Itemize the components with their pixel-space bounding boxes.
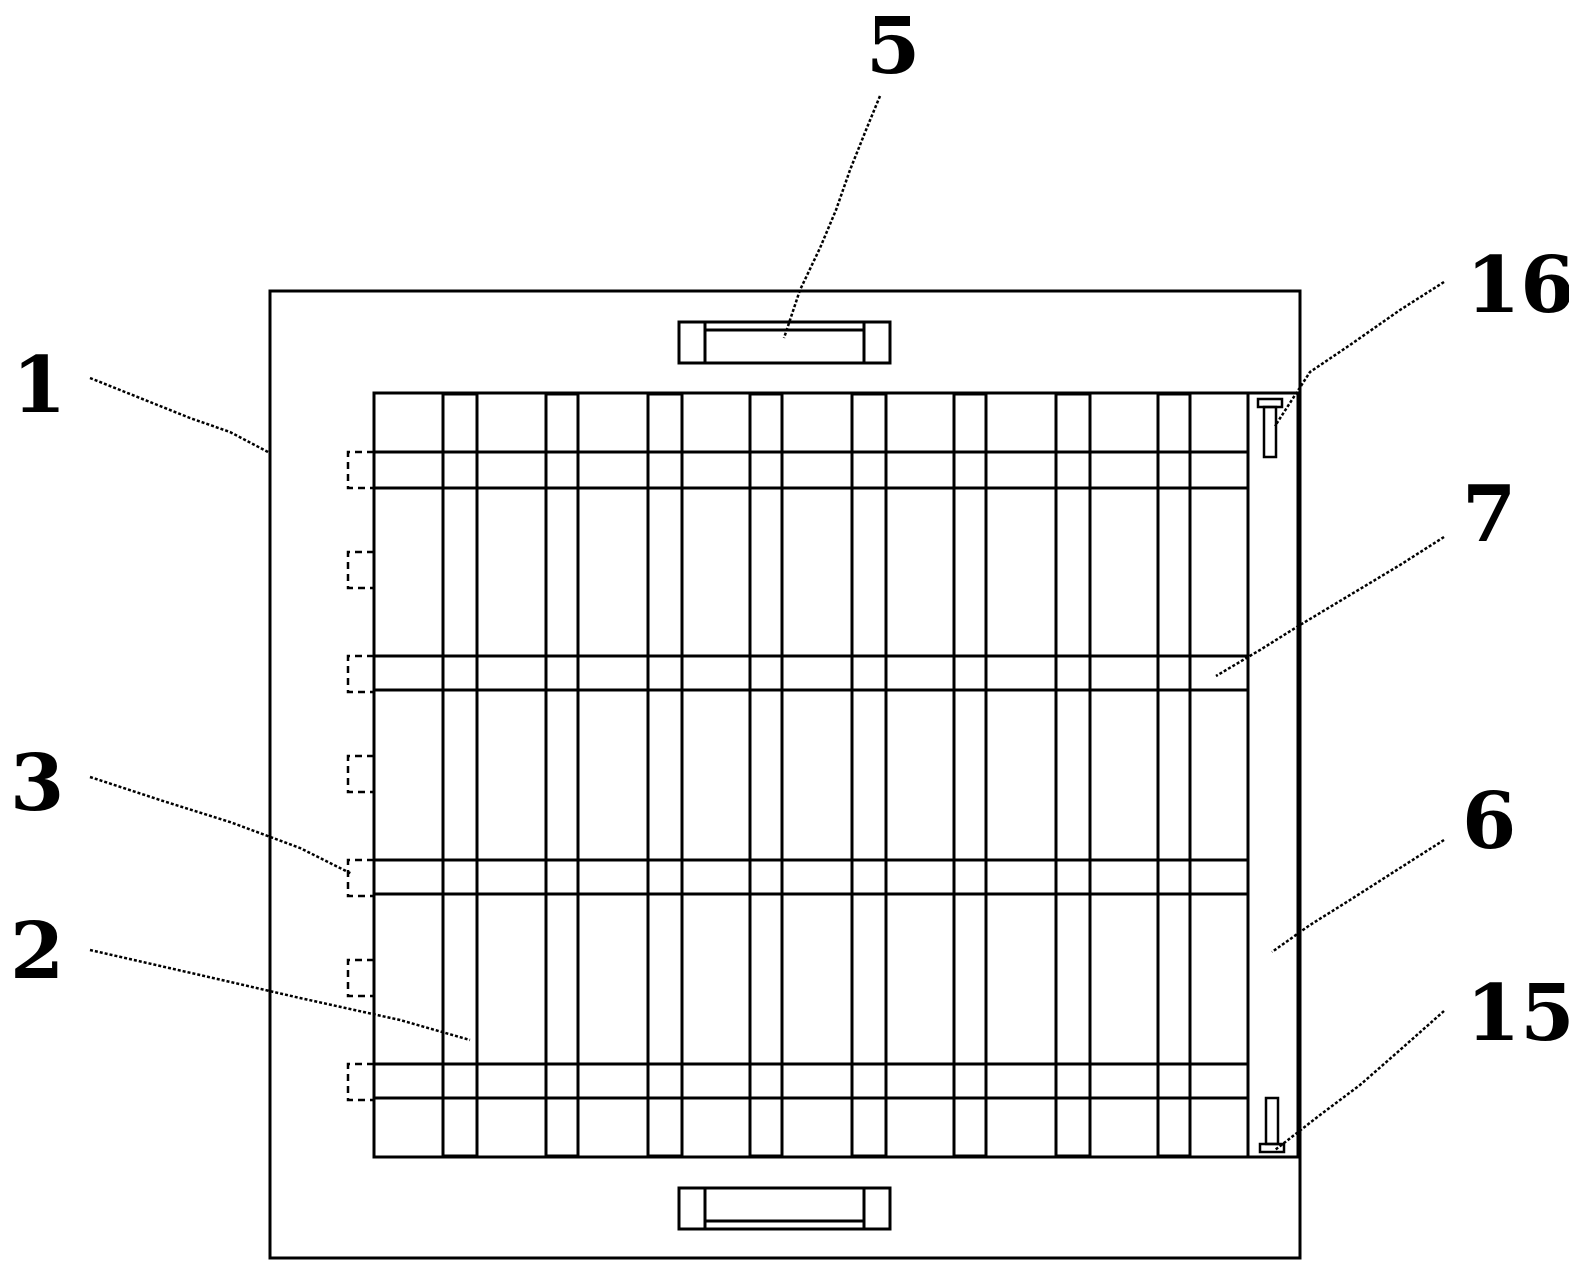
- dashed-slots: [346, 450, 374, 1102]
- dashed-slot-1: [346, 450, 374, 490]
- dashed-slot-4: [346, 754, 374, 794]
- leader-5: [782, 95, 882, 339]
- vertical-bar-2: [544, 392, 580, 1158]
- dashed-slot-7: [346, 1062, 374, 1102]
- leader-6: [1271, 838, 1445, 954]
- grate: [372, 391, 1300, 1159]
- label-5: 5: [866, 1, 920, 92]
- dashed-slot-5: [346, 858, 374, 898]
- bottom-latch: [1258, 1096, 1286, 1154]
- label-16: 16: [1466, 240, 1569, 331]
- top-handle: [677, 320, 892, 365]
- outer-frame: [268, 289, 1302, 1260]
- vertical-bar-3: [646, 392, 684, 1158]
- label-3: 3: [10, 738, 64, 829]
- leader-7: [1215, 535, 1445, 678]
- vertical-bar-1: [441, 392, 479, 1158]
- leader-3: [89, 775, 353, 876]
- label-1: 1: [12, 340, 66, 431]
- vertical-bar-8: [1156, 392, 1192, 1158]
- dashed-slot-6: [346, 958, 374, 998]
- vertical-bar-5: [850, 392, 888, 1158]
- dashed-slot-3: [346, 654, 374, 694]
- dashed-slot-2: [346, 550, 374, 590]
- label-7: 7: [1462, 469, 1516, 560]
- top-latch: [1256, 397, 1284, 459]
- vertical-bar-7: [1054, 392, 1092, 1158]
- label-6: 6: [1462, 776, 1516, 867]
- grate-border: [372, 391, 1300, 1159]
- vertical-bars: [441, 392, 1192, 1158]
- label-15: 15: [1466, 968, 1569, 1059]
- bottom-handle: [677, 1186, 892, 1231]
- leader-2: [89, 948, 471, 1042]
- leader-1: [89, 376, 269, 454]
- label-2: 2: [10, 906, 64, 997]
- vertical-bar-4: [748, 392, 784, 1158]
- leader-16: [1273, 280, 1445, 427]
- vertical-bar-6: [952, 392, 988, 1158]
- leader-15: [1274, 1010, 1445, 1151]
- horizontal-bars: [374, 450, 1248, 1100]
- leader-lines: [89, 95, 1445, 1151]
